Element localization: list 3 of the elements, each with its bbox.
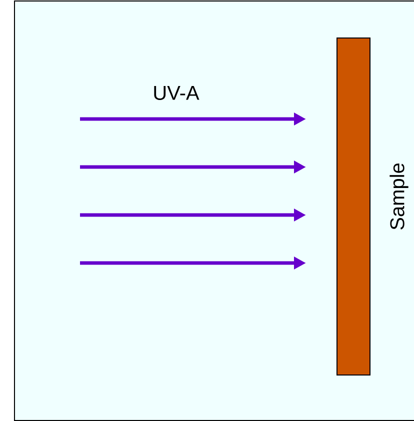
sample-label: Sample: [390, 164, 408, 230]
radiation-label: UV-A: [154, 86, 200, 100]
sample-bar: [336, 38, 370, 376]
